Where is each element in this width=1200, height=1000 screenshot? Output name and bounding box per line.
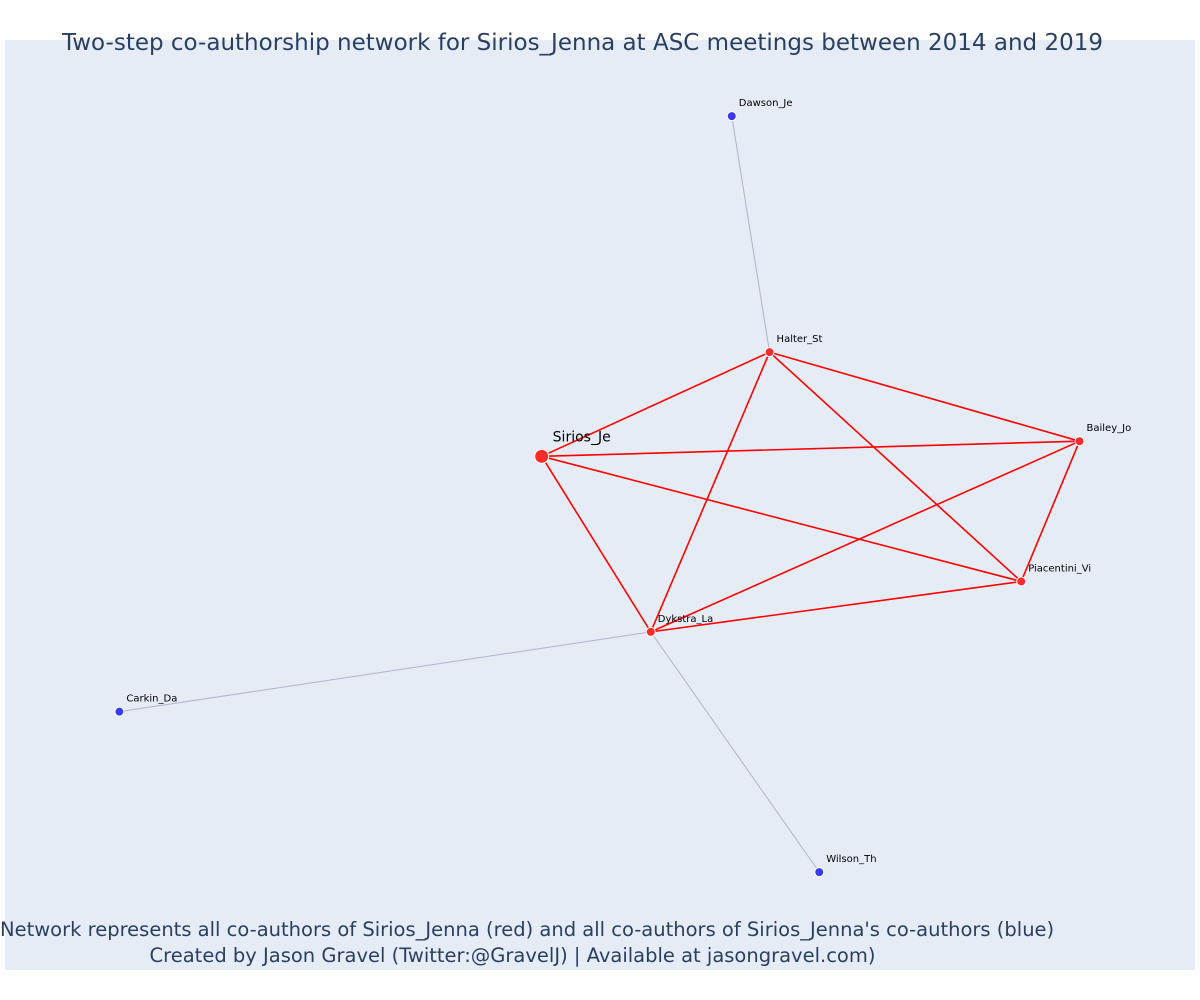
node-label-Wilson_Th: Wilson_Th [826, 854, 876, 865]
caption-line-2: Created by Jason Gravel (Twitter:@Gravel… [149, 944, 876, 967]
edge-Sirios_Je-Halter_St [541, 351, 770, 458]
edge-Halter_St-Dykstra_La [650, 351, 771, 633]
node-label-Bailey_Jo: Bailey_Jo [1087, 423, 1132, 434]
node-label-Halter_St: Halter_St [777, 334, 823, 345]
node-Halter_St[interactable] [764, 347, 775, 358]
caption-line-1: Network represents all co-authors of Sir… [0, 918, 1055, 941]
edge-Sirios_Je-Piacentini_Vi [541, 455, 1022, 583]
plot-area [5, 40, 1195, 970]
node-Dykstra_La[interactable] [645, 626, 656, 637]
edge-Halter_St-Bailey_Jo [769, 351, 1080, 442]
node-label-Piacentini_Vi: Piacentini_Vi [1028, 563, 1091, 574]
edge-Dykstra_La-Carkin_Da [119, 631, 651, 713]
node-Wilson_Th[interactable] [814, 867, 825, 878]
node-label-Dykstra_La: Dykstra_La [658, 614, 713, 625]
edge-Halter_St-Piacentini_Vi [769, 351, 1022, 583]
node-label-Carkin_Da: Carkin_Da [126, 694, 177, 705]
edge-Bailey_Jo-Piacentini_Vi [1020, 440, 1081, 582]
node-Carkin_Da[interactable] [114, 706, 125, 717]
edge-Dykstra_La-Wilson_Th [650, 631, 820, 873]
chart-title: Two-step co-authorship network for Sirio… [62, 30, 1103, 56]
node-Dawson_Je[interactable] [726, 111, 737, 122]
edges-layer [119, 116, 1081, 873]
node-Bailey_Jo[interactable] [1074, 436, 1085, 447]
nodes-layer [114, 111, 1085, 878]
node-label-Dawson_Je: Dawson_Je [739, 98, 793, 109]
node-label-Sirios_Je: Sirios_Je [553, 429, 611, 445]
node-Sirios_Je[interactable] [534, 448, 550, 464]
labels-layer: Sirios_Je Halter_StBailey_JoPiacentini_Vi… [126, 98, 1131, 865]
edge-Halter_St-Dawson_Je [731, 116, 771, 353]
edge-Piacentini_Vi-Dykstra_La [650, 580, 1022, 633]
edge-Bailey_Jo-Dykstra_La [650, 440, 1080, 633]
edge-Sirios_Je-Dykstra_La [541, 455, 652, 633]
node-Piacentini_Vi[interactable] [1016, 576, 1027, 587]
edge-Sirios_Je-Bailey_Jo [541, 440, 1080, 458]
